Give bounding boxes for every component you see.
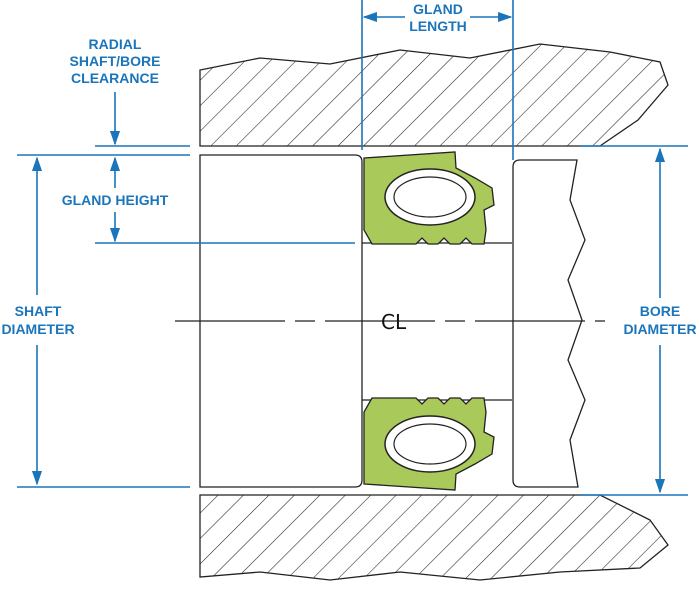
centerline-icon: CL: [381, 310, 407, 334]
label-bore-diameter-2: DIAMETER: [623, 321, 696, 337]
label-shaft-diameter-2: DIAMETER: [1, 321, 74, 337]
label-shaft-diameter-1: SHAFT: [15, 303, 62, 319]
label-radial-2: SHAFT/BORE: [70, 53, 161, 69]
label-gland-length-1: GLAND: [413, 1, 463, 17]
lower-housing: [199, 494, 669, 581]
upper-seal: [363, 151, 495, 245]
label-gland-length-2: LENGTH: [409, 18, 467, 34]
shaft-right-segment: [512, 159, 586, 488]
label-gland-height: GLAND HEIGHT: [62, 192, 169, 208]
label-radial-3: CLEARANCE: [71, 70, 159, 86]
upper-housing: [199, 43, 669, 147]
label-radial-1: RADIAL: [89, 36, 142, 52]
label-bore-diameter-1: BORE: [640, 303, 680, 319]
lower-seal: [363, 397, 495, 491]
